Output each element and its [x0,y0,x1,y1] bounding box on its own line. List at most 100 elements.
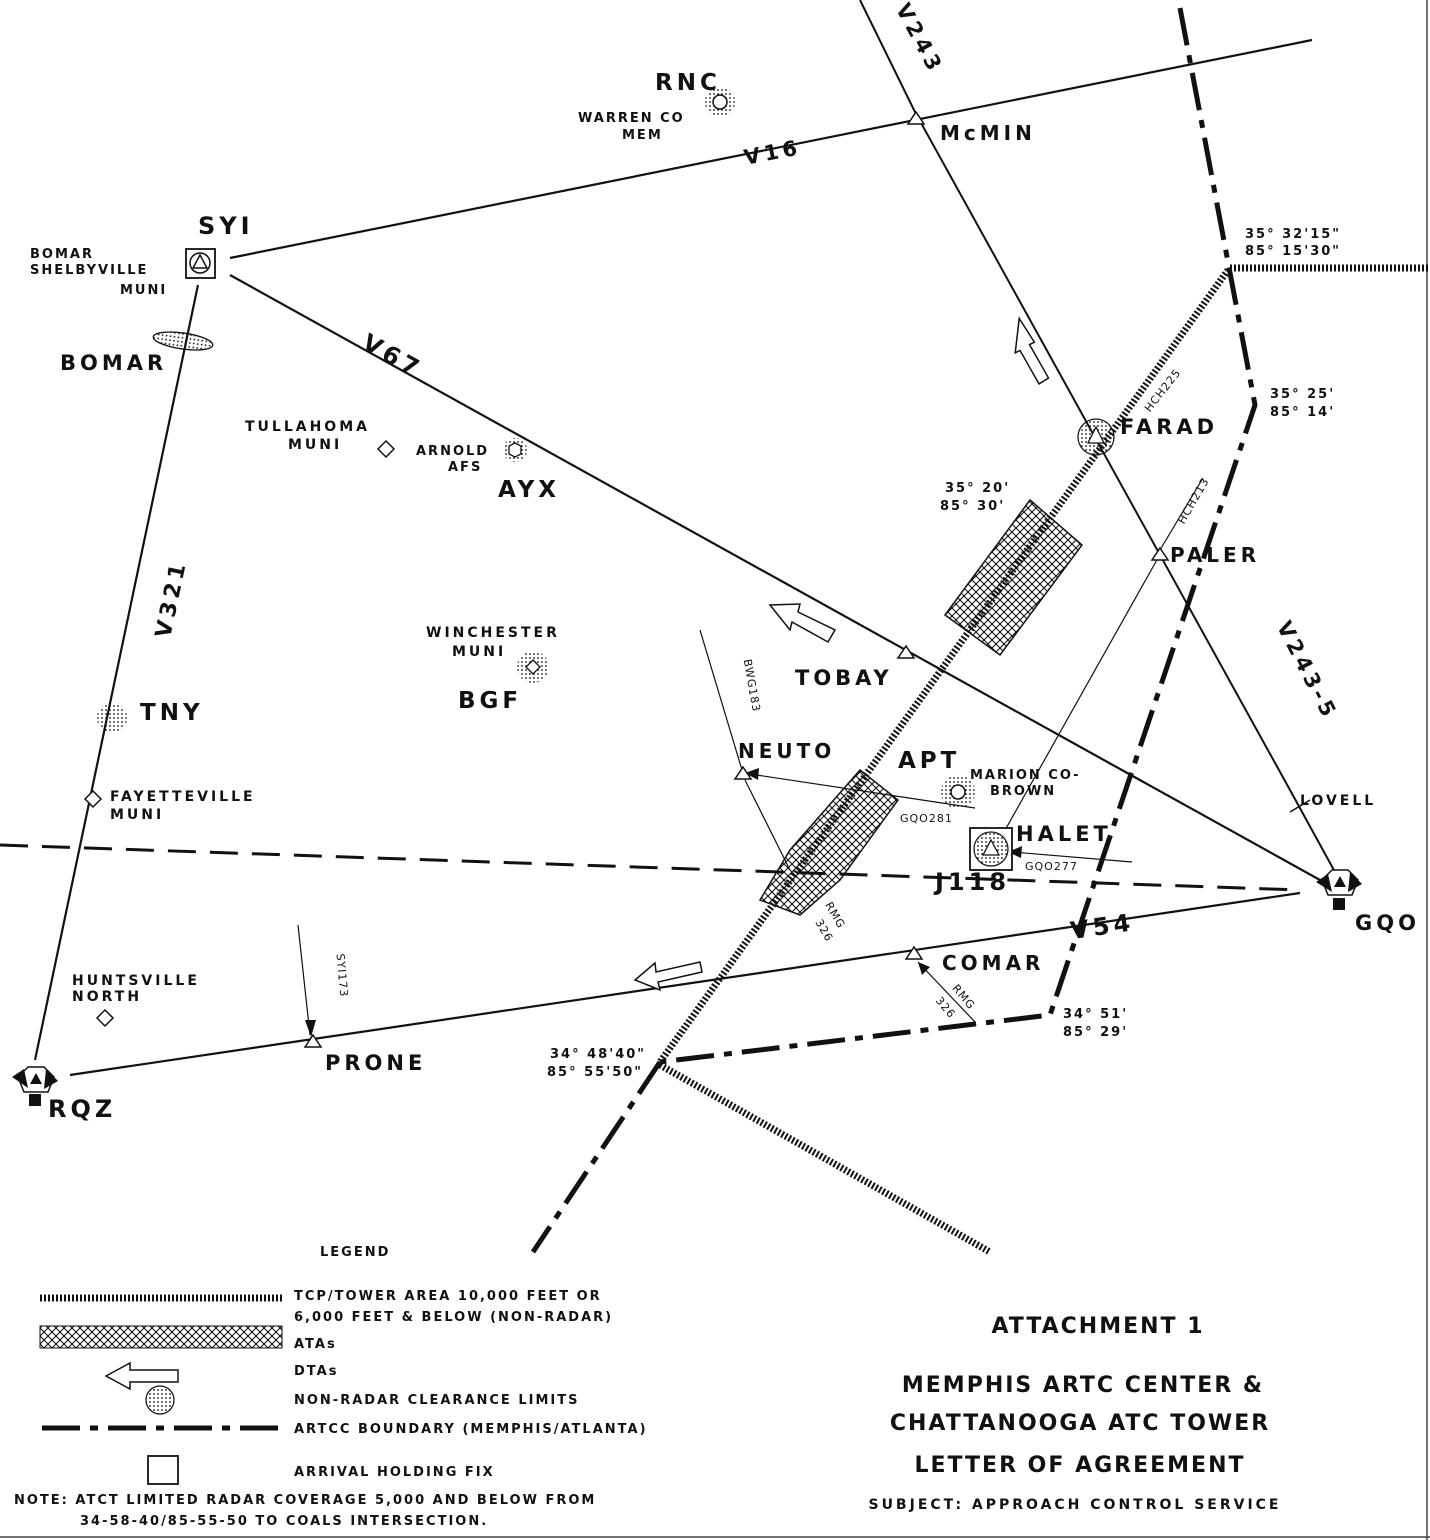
legend-holding-label: ARRIVAL HOLDING FIX [294,1465,495,1480]
dta-arrow-farad [1014,316,1050,385]
apt-label: APT [898,748,960,774]
shelbyville-airport-icon [185,248,216,279]
v16-label: V16 [742,135,803,170]
paler-apt-line [994,557,1159,849]
gqo-vortac-icon [1316,869,1362,910]
gqo-label: GQO [1355,911,1420,935]
bomar-label: BOMAR [60,351,167,375]
warren-name-1: WARREN CO [578,111,685,126]
bwg183-label: BWG183 [741,658,763,713]
mcmin-label: McMIN [940,121,1036,145]
syi173-label: SYI173 [334,953,351,998]
attachment-title: ATTACHMENT 1 [991,1314,1204,1339]
arnold-name-1: ARNOLD [416,444,489,459]
marion-airport-icon [941,775,975,809]
v321-airway [33,284,200,1061]
legend-clearance-label: NON-RADAR CLEARANCE LIMITS [294,1393,579,1408]
paler-label: PALER [1170,543,1260,567]
tullahoma-name-1: TULLAHOMA [245,419,370,435]
farad-label: FARAD [1120,415,1218,439]
warren-airport-ring [712,94,728,110]
title-line-1: MEMPHIS ARTC CENTER & [902,1373,1264,1398]
arnold-name-2: AFS [448,460,482,475]
v321-label: V321 [151,558,192,640]
bomar-airport-name-2: SHELBYVILLE [30,263,148,278]
bomar-airport-name-3: MUNI [120,283,167,298]
artcc-boundary-sw [530,1060,663,1254]
mcmin-fix-icon [906,110,926,125]
rqz-vortac-icon [12,1066,58,1106]
legend-ata-swatch [39,1325,283,1349]
warren-name-2: MEM [622,128,663,143]
dta-arrow-tobay [768,603,837,644]
coord-5b: 85° 55'50" [547,1065,643,1080]
subject-line: SUBJECT: APPROACH CONTROL SERVICE [868,1497,1281,1513]
fayetteville-airport-icon [83,789,103,809]
comar-label: COMAR [942,951,1044,975]
syi173-radial [297,924,311,1036]
v67-airway [229,274,1321,881]
tobay-fix-icon [896,644,916,659]
tny-vor-icon [97,703,127,733]
marion-name-2: BROWN [990,784,1056,799]
huntsville-name-1: HUNTSVILLE [72,973,200,989]
hch213-radial [1159,477,1204,551]
dta-arrow-v54 [633,961,703,992]
winchester-name-1: WINCHESTER [426,625,560,641]
coord-1a: 35° 32'15" [1245,227,1341,242]
lovell-label: LOVELL [1300,793,1376,809]
coord-4a: 34° 51' [1063,1007,1128,1022]
gqo277-arrowhead [1008,846,1022,858]
legend-tcp-label-2: 6,000 FEET & BELOW (NON-RADAR) [294,1310,613,1325]
neuto-fix-icon [733,765,753,780]
prone-fix-icon [303,1033,323,1048]
neuto-south-line [744,779,791,871]
rnc-label: RNC [655,70,721,96]
fayetteville-name-2: MUNI [110,807,164,823]
v67-label: V67 [357,328,427,384]
bwg183-radial [699,629,743,771]
winchester-name-2: MUNI [452,644,506,660]
legend-dta-arrow [104,1361,179,1391]
coord-1b: 85° 15'30" [1245,244,1341,259]
bomar-airport-name-1: BOMAR [30,247,94,262]
rmg326-radial [917,961,976,1023]
rmg326d-label: 326 [933,994,958,1021]
coord-2a: 35° 25' [1270,387,1335,402]
legend-heading: LEGEND [320,1245,390,1260]
ata-area-south [758,768,900,916]
j118-label: J118 [933,868,1010,896]
v243-5-label: V243-5 [1272,617,1342,724]
winchester-airport-icon [517,651,549,683]
fayetteville-name-1: FAYETTEVILLE [110,789,256,805]
bomar-fix-icon [152,331,214,351]
legend-dta-label: DTAs [294,1364,338,1379]
halet-label: HALET [1016,822,1112,846]
v54-label: V54 [1069,908,1136,945]
tullahoma-name-2: MUNI [288,437,342,453]
bgf-label: BGF [458,688,522,714]
syi-label: SYI [198,212,254,240]
coord-3a: 35° 20' [945,481,1010,496]
coord-3b: 85° 30' [940,499,1005,514]
tny-label: TNY [140,700,204,726]
paler-fix-icon [1150,546,1170,561]
legend-ata-label: ATAs [294,1337,337,1352]
gqo281-radial [749,773,976,809]
neuto-label: NEUTO [738,739,835,763]
artcc-boundary [659,7,1258,1065]
tobay-label: TOBAY [795,666,893,690]
gqo281-label: GQO281 [900,812,953,825]
v243-top-label: V243 [891,0,948,78]
prone-label: PRONE [325,1051,426,1075]
j118-airway [0,843,1301,892]
comar-fix-icon [904,945,924,960]
legend-clearance-icon [145,1385,175,1415]
gqo277-radial [1011,851,1133,863]
gqo277-label: GQO277 [1025,860,1078,873]
ayx-label: AYX [498,477,560,503]
coord-2b: 85° 14' [1270,405,1335,420]
rmg326-arrowhead [918,962,930,975]
tcp-area-line-se [658,1061,992,1256]
